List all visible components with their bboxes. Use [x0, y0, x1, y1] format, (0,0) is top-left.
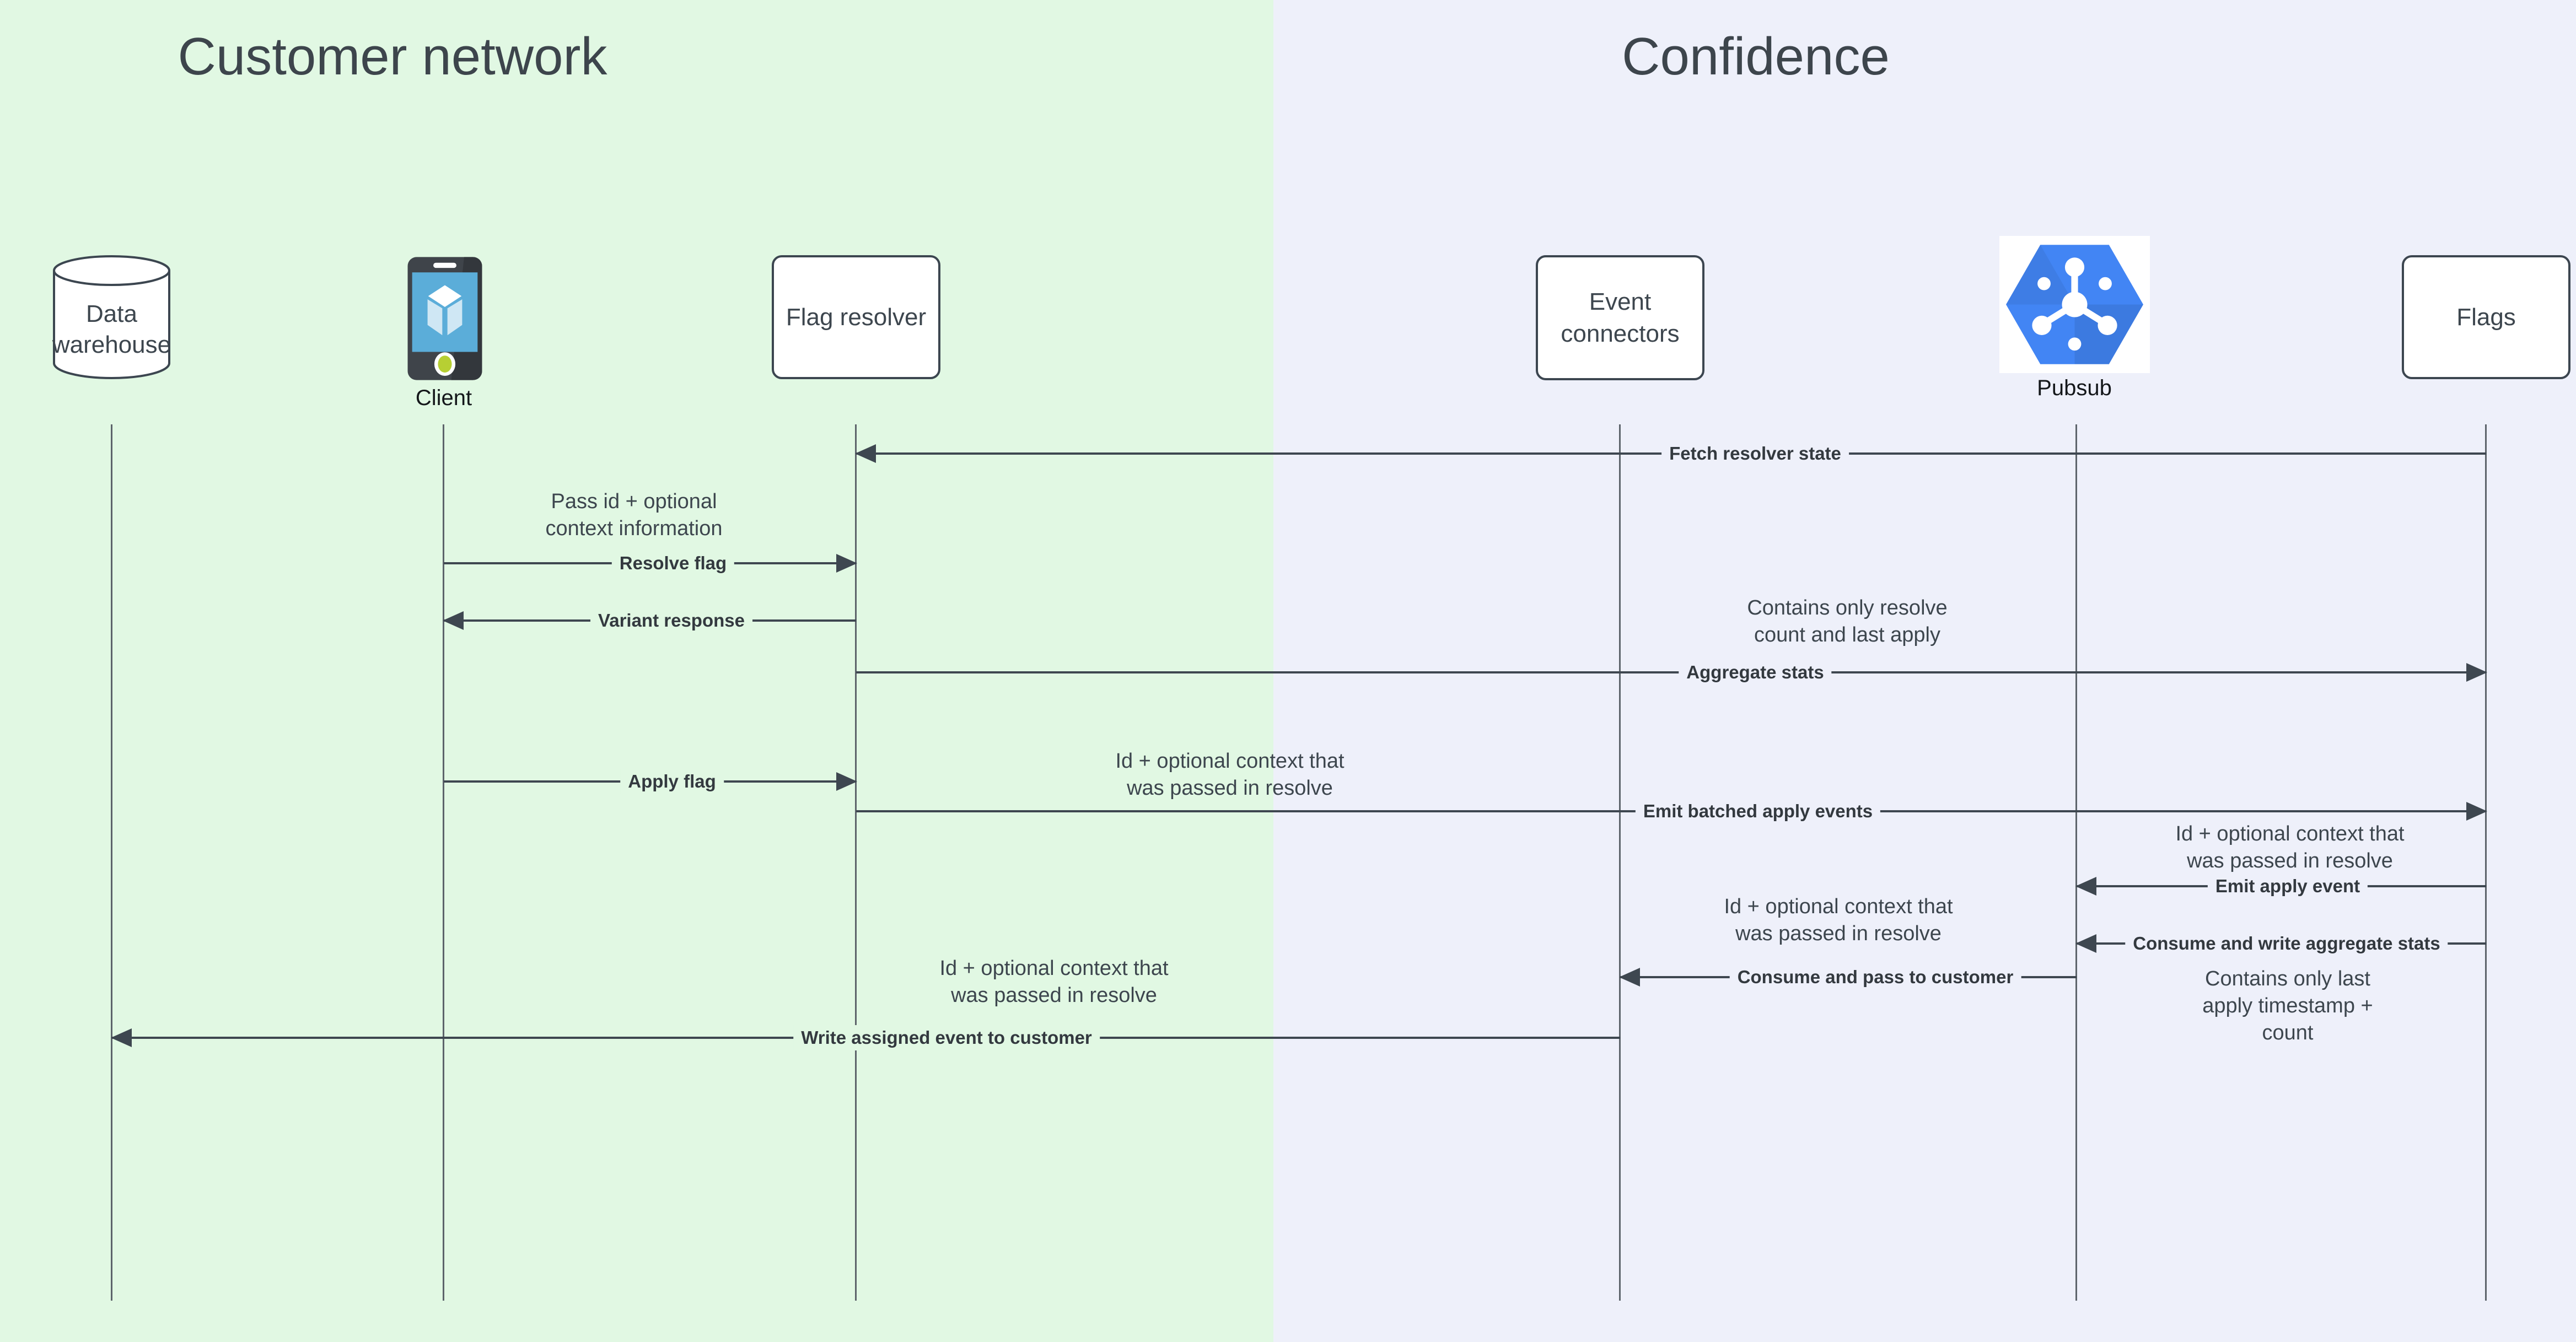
lifeline-flags: [2485, 424, 2487, 1301]
pubsub-icon: [2006, 245, 2143, 364]
participant-label: Event connectors: [1561, 288, 1680, 347]
message-label: Write assigned event to customer: [793, 1025, 1100, 1050]
arrowhead-left-icon: [1619, 968, 1640, 987]
title-customer-network: Customer network: [178, 27, 607, 86]
participant-flag-resolver: Flag resolver: [772, 255, 940, 379]
participant-event-connectors: Event connectors: [1536, 255, 1704, 380]
arrowhead-left-icon: [443, 611, 464, 630]
participant-client: [406, 256, 483, 381]
lifeline-pubsub: [2075, 424, 2077, 1301]
title-confidence: Confidence: [1622, 27, 1890, 86]
arrow-variant-response: Variant response: [443, 608, 856, 633]
note-id-context-emit: Id + optional context that was passed in…: [2175, 822, 2405, 872]
cylinder-icon: [53, 255, 170, 379]
arrow-emit-batched-apply-events: Emit batched apply events: [856, 799, 2487, 824]
arrowhead-left-icon: [855, 444, 876, 463]
arrow-write-assigned-event: Write assigned event to customer: [111, 1025, 1620, 1050]
note-contains-resolve-count: Contains only resolve count and last app…: [1747, 596, 1948, 646]
message-label: Fetch resolver state: [1661, 441, 1849, 466]
message-label: Resolve flag: [611, 551, 735, 576]
message-label: Aggregate stats: [1679, 660, 1832, 685]
smartphone-icon: [407, 257, 482, 380]
lifeline-event-connectors: [1619, 424, 1621, 1301]
lifeline-flag-resolver: [855, 424, 857, 1301]
region-customer-network: [0, 0, 1273, 1342]
arrow-emit-apply-event: Emit apply event: [2075, 874, 2486, 899]
region-confidence: [1273, 0, 2576, 1342]
participant-label-pubsub: Pubsub: [2037, 376, 2112, 400]
arrowhead-right-icon: [836, 554, 857, 573]
arrow-fetch-resolver-state: Fetch resolver state: [855, 441, 2486, 466]
message-label: Variant response: [590, 608, 752, 633]
arrowhead-left-icon: [2075, 934, 2096, 953]
participant-pubsub: [1999, 236, 2150, 373]
arrow-aggregate-stats: Aggregate stats: [856, 660, 2487, 685]
arrow-apply-flag: Apply flag: [444, 769, 857, 794]
note-contains-last-apply: Contains only last apply timestamp + cou…: [2202, 967, 2373, 1044]
note-pass-id-context: Pass id + optional context information: [545, 490, 723, 540]
lifeline-data-warehouse: [111, 424, 112, 1301]
participant-label: Flag resolver: [786, 303, 927, 331]
message-label: Apply flag: [620, 769, 724, 794]
arrowhead-right-icon: [2466, 802, 2487, 821]
arrow-resolve-flag: Resolve flag: [444, 551, 857, 576]
participant-label: Flags: [2456, 303, 2516, 331]
note-id-context-consume: Id + optional context that was passed in…: [1724, 895, 1953, 945]
note-id-context-write: Id + optional context that was passed in…: [939, 957, 1169, 1007]
arrowhead-left-icon: [2075, 877, 2096, 896]
message-label: Consume and pass to customer: [1729, 964, 2021, 990]
participant-data-warehouse: Data warehouse: [52, 255, 171, 379]
participant-label-client: Client: [415, 386, 472, 410]
arrow-consume-write-aggregate-stats: Consume and write aggregate stats: [2075, 931, 2486, 956]
arrowhead-right-icon: [836, 772, 857, 791]
message-label: Emit apply event: [2207, 874, 2368, 899]
arrowhead-left-icon: [111, 1028, 132, 1047]
participant-label: Data warehouse: [52, 300, 171, 358]
message-label: Emit batched apply events: [1635, 799, 1881, 824]
participant-flags: Flags: [2402, 255, 2570, 379]
arrow-consume-pass-to-customer: Consume and pass to customer: [1619, 964, 2077, 990]
lifeline-client: [443, 424, 444, 1301]
arrowhead-right-icon: [2466, 663, 2487, 682]
note-id-context-apply: Id + optional context that was passed in…: [1115, 750, 1345, 800]
message-label: Consume and write aggregate stats: [2125, 931, 2448, 956]
